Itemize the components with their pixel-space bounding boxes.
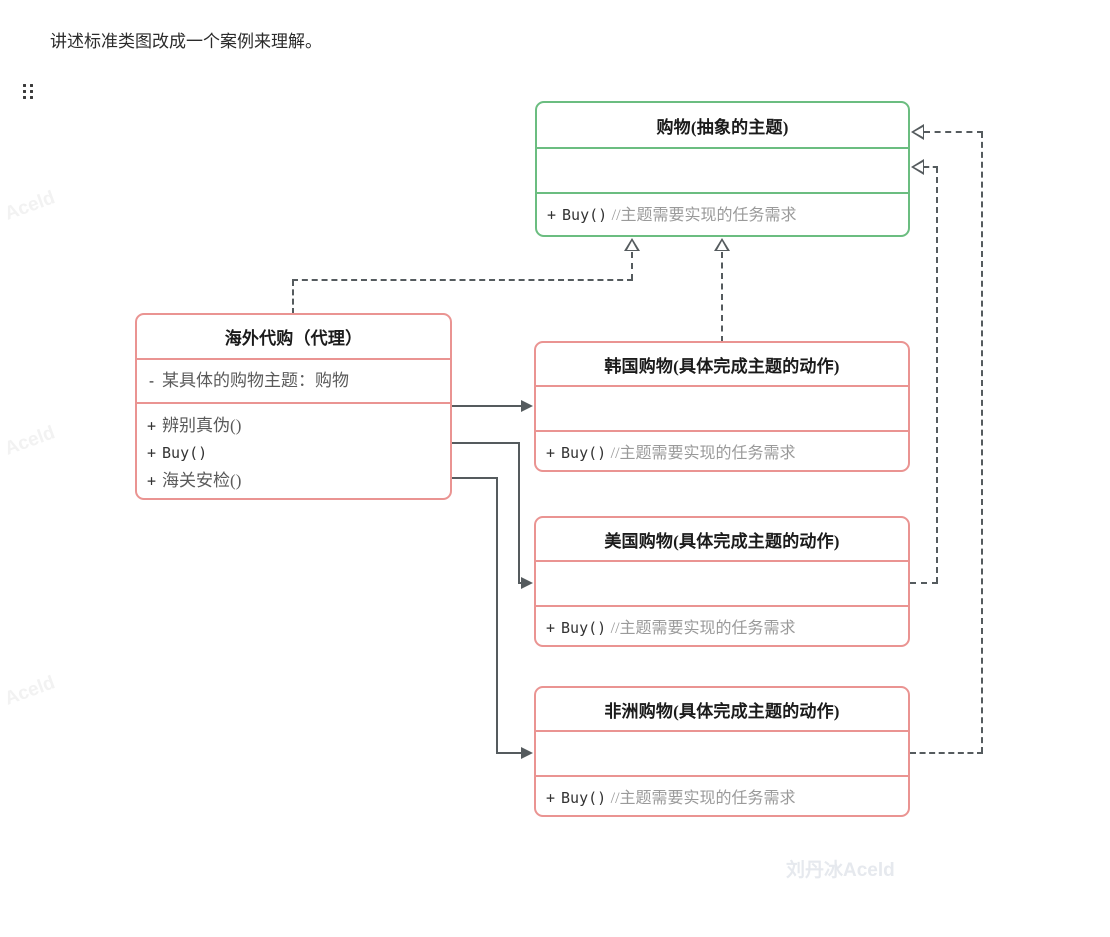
visibility-marker: + [546,788,556,807]
association-arrowhead-usa [521,577,533,589]
class-methods-section-proxy: + 辨别真伪() + Buy() + 海关安检() [137,402,450,498]
class-attributes-section-proxy: -某具体的购物主题：购物 [137,358,450,402]
class-method-row: + Buy() //主题需要实现的任务需求 [547,202,898,229]
class-attribute-row: -某具体的购物主题：购物 [147,367,440,395]
handle-dot [23,90,26,93]
attribute-text: 某具体的购物主题：购物 [162,371,350,390]
class-method-row: + Buy() //主题需要实现的任务需求 [546,785,898,812]
method-comment: //主题需要实现的任务需求 [610,444,796,462]
visibility-marker: + [546,443,556,462]
realization-korea-seg-v [721,252,723,342]
association-proxy-africa-seg-v [496,477,498,754]
watermark-side: Aceld [2,422,58,460]
visibility-marker: + [547,206,557,224]
realization-proxy-seg-v1 [292,280,294,314]
class-title-section: 购物(抽象的主题) [537,103,908,147]
class-name-korea: 韩国购物(具体完成主题的动作) [604,356,840,376]
class-method-row: + 海关安检() [147,467,440,495]
visibility-marker: - [147,372,157,390]
handle-dot [30,90,33,93]
method-signature: 海关安检() [162,470,242,490]
realization-africa-seg-h1 [910,752,983,754]
class-methods-section-usa: + Buy() //主题需要实现的任务需求 [536,605,908,645]
class-box-usa[interactable]: 美国购物(具体完成主题的动作) + Buy() //主题需要实现的任务需求 [534,516,910,647]
class-method-row: + Buy() [147,440,440,467]
class-title-section: 海外代购（代理） [137,315,450,358]
handle-dot [30,84,33,87]
class-attributes-section-africa [536,730,908,775]
watermark-side: Aceld [2,187,58,225]
realization-usa-seg-h2 [924,166,938,168]
realization-africa-seg-v [981,132,983,753]
handle-dot [30,96,33,99]
intro-paragraph: 讲述标准类图改成一个案例来理解。 [50,32,322,51]
class-name-subject: 购物(抽象的主题) [656,117,789,137]
class-name-usa: 美国购物(具体完成主题的动作) [604,531,840,551]
visibility-marker: + [147,443,157,462]
method-comment: //主题需要实现的任务需求 [611,207,797,224]
visibility-marker: + [546,618,556,637]
watermark-author: 刘丹冰Aceld [786,860,895,881]
class-name-africa: 非洲购物(具体完成主题的动作) [604,701,840,721]
association-proxy-usa-seg-h1 [452,442,520,444]
method-comment: //主题需要实现的任务需求 [610,619,796,637]
method-signature: Buy() [562,206,608,224]
watermark-side: Aceld [2,672,58,710]
class-title-section: 美国购物(具体完成主题的动作) [536,518,908,560]
realization-arrowhead-proxy [624,238,640,251]
association-proxy-usa-seg-v [518,442,520,584]
class-box-proxy[interactable]: 海外代购（代理） -某具体的购物主题：购物 + 辨别真伪() + Buy() + 海关… [135,313,452,500]
method-comment: //主题需要实现的任务需求 [610,789,796,807]
class-methods-section-subject: + Buy() //主题需要实现的任务需求 [537,192,908,235]
realization-usa-seg-h1 [910,582,938,584]
drag-handle-icon[interactable] [23,84,33,100]
method-signature: 辨别真伪() [162,415,242,435]
realization-proxy-seg-v2 [631,252,633,280]
method-signature: Buy() [561,788,607,807]
method-signature: Buy() [561,618,607,637]
class-method-row: + Buy() //主题需要实现的任务需求 [546,440,898,467]
class-methods-section-africa: + Buy() //主题需要实现的任务需求 [536,775,908,815]
class-attributes-section-usa [536,560,908,605]
class-name-proxy: 海外代购（代理） [224,329,363,348]
class-method-row: + 辨别真伪() [147,412,440,440]
class-title-section: 韩国购物(具体完成主题的动作) [536,343,908,385]
realization-usa-seg-v [936,167,938,583]
association-proxy-africa-seg-h1 [452,477,498,479]
class-method-row: + Buy() //主题需要实现的任务需求 [546,615,898,642]
handle-dot [23,96,26,99]
realization-proxy-seg-h [292,279,633,281]
realization-arrowhead-africa [911,124,924,140]
class-box-africa[interactable]: 非洲购物(具体完成主题的动作) + Buy() //主题需要实现的任务需求 [534,686,910,817]
class-methods-section-korea: + Buy() //主题需要实现的任务需求 [536,430,908,470]
method-signature: Buy() [162,443,208,462]
method-signature: Buy() [561,443,607,462]
realization-arrowhead-usa [911,159,924,175]
association-proxy-africa-seg-h2 [496,752,524,754]
class-title-section: 非洲购物(具体完成主题的动作) [536,688,908,730]
visibility-marker: + [147,471,157,490]
class-box-korea[interactable]: 韩国购物(具体完成主题的动作) + Buy() //主题需要实现的任务需求 [534,341,910,472]
association-arrowhead-korea [521,400,533,412]
association-arrowhead-africa [521,747,533,759]
class-attributes-section-subject [537,147,908,192]
visibility-marker: + [147,416,157,435]
class-box-subject[interactable]: 购物(抽象的主题) + Buy() //主题需要实现的任务需求 [535,101,910,237]
association-proxy-korea-seg-h [452,405,522,407]
class-attributes-section-korea [536,385,908,430]
realization-arrowhead-korea [714,238,730,251]
handle-dot [23,84,26,87]
realization-africa-seg-h2 [924,131,983,133]
